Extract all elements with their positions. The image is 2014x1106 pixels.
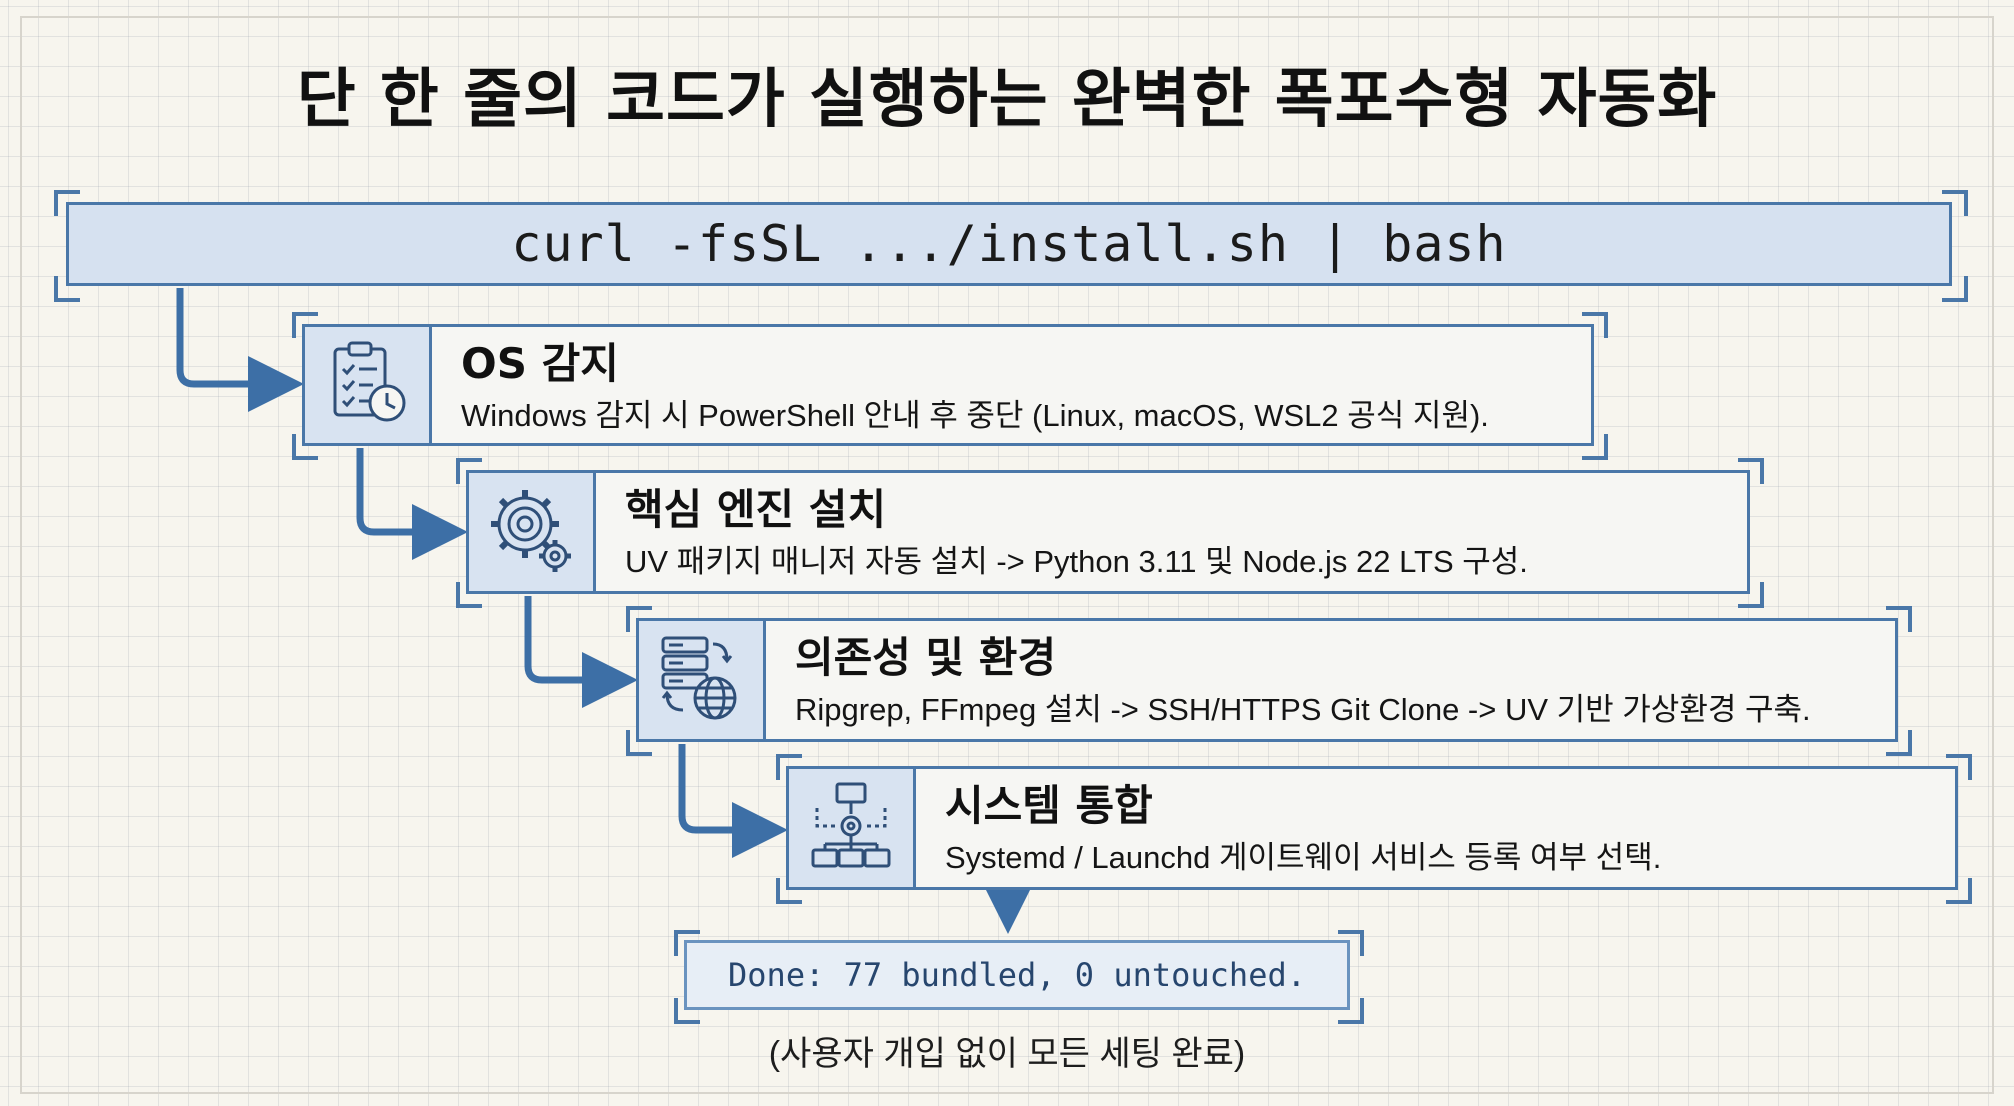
- step-bracket: [292, 312, 318, 338]
- page-frame: [20, 16, 1994, 1094]
- page-title: 단 한 줄의 코드가 실행하는 완벽한 폭포수형 자동화: [296, 63, 1718, 137]
- command-bracket: [1942, 190, 1968, 216]
- step-bracket: [1946, 754, 1972, 780]
- command-box: curl -fsSL .../install.sh | bash: [66, 202, 1952, 286]
- step-core-engine: 핵심 엔진 설치 UV 패키지 매니저 자동 설치 -> Python 3.11…: [466, 470, 1750, 594]
- step-bracket: [1738, 458, 1764, 484]
- step-bracket: [626, 606, 652, 632]
- step-description: Windows 감지 시 PowerShell 안내 후 중단 (Linux, …: [461, 398, 1489, 433]
- gears-icon: [483, 482, 579, 582]
- step-bracket: [292, 434, 318, 460]
- step-bracket: [456, 582, 482, 608]
- step-bracket: [456, 458, 482, 484]
- step-icon-box: [305, 327, 432, 443]
- step-bracket: [626, 730, 652, 756]
- step-description: Systemd / Launchd 게이트웨이 서비스 등록 여부 선택.: [945, 840, 1662, 875]
- step-description: Ripgrep, FFmpeg 설치 -> SSH/HTTPS Git Clon…: [795, 692, 1811, 727]
- step-bracket: [776, 878, 802, 904]
- arrow-step2-to-step3: [524, 596, 638, 708]
- network-hierarchy-icon: [803, 778, 899, 878]
- step-icon-box: [789, 769, 916, 887]
- step-bracket: [1886, 606, 1912, 632]
- result-bracket: [1338, 930, 1364, 956]
- step-dependencies: 의존성 및 환경 Ripgrep, FFmpeg 설치 -> SSH/HTTPS…: [636, 618, 1898, 742]
- arrow-step3-to-step4: [678, 744, 788, 858]
- result-bracket: [674, 998, 700, 1024]
- step-title: 시스템 통합: [945, 781, 1153, 830]
- command-bracket: [54, 276, 80, 302]
- command-text: curl -fsSL .../install.sh | bash: [511, 215, 1507, 273]
- step-bracket: [1738, 582, 1764, 608]
- arrow-step1-to-step2: [356, 448, 468, 560]
- step-icon-box: [639, 621, 766, 739]
- server-globe-icon: [653, 630, 749, 730]
- step-title: 의존성 및 환경: [795, 633, 1057, 682]
- result-note: (사용자 개입 없이 모든 세팅 완료): [768, 1035, 1246, 1073]
- step-bracket: [1582, 312, 1608, 338]
- checklist-clock-icon: [321, 337, 413, 433]
- result-bracket: [674, 930, 700, 956]
- command-bracket: [1942, 276, 1968, 302]
- command-bracket: [54, 190, 80, 216]
- step-title: OS 감지: [461, 339, 619, 388]
- step-bracket: [1946, 878, 1972, 904]
- step-title: 핵심 엔진 설치: [625, 485, 887, 534]
- step-bracket: [776, 754, 802, 780]
- step-icon-box: [469, 473, 596, 591]
- arrow-command-to-step1: [176, 288, 304, 412]
- step-description: UV 패키지 매니저 자동 설치 -> Python 3.11 및 Node.j…: [625, 544, 1528, 579]
- step-os-detect: OS 감지 Windows 감지 시 PowerShell 안내 후 중단 (L…: [302, 324, 1594, 446]
- result-bracket: [1338, 998, 1364, 1024]
- step-bracket: [1582, 434, 1608, 460]
- step-system-integration: 시스템 통합 Systemd / Launchd 게이트웨이 서비스 등록 여부…: [786, 766, 1958, 890]
- result-box: Done: 77 bundled, 0 untouched.: [684, 940, 1350, 1010]
- step-bracket: [1886, 730, 1912, 756]
